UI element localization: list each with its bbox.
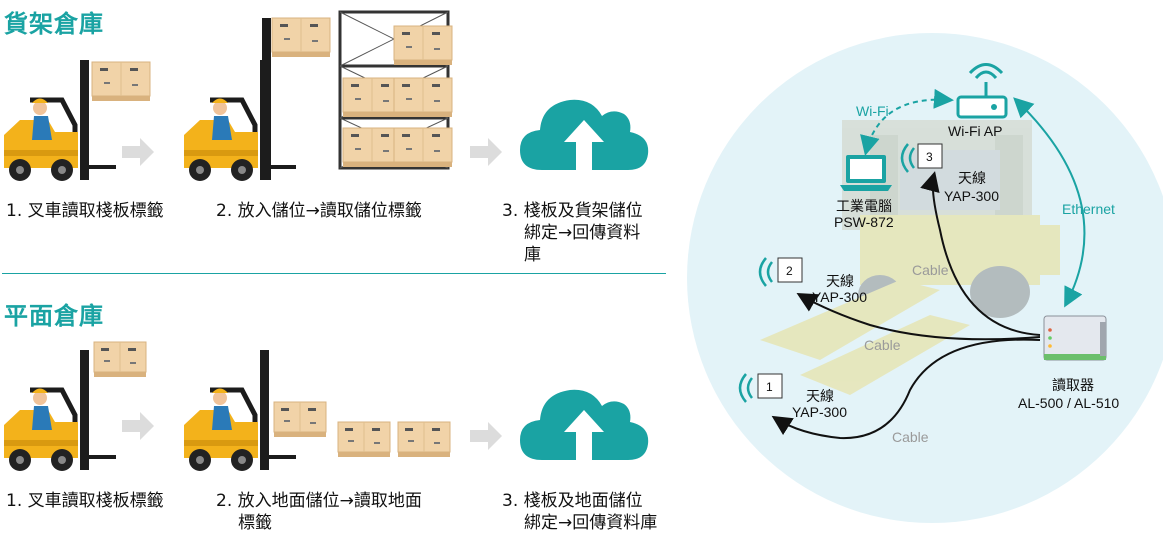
antenna-1-name: 天線 <box>806 388 834 404</box>
antenna-2-name: 天線 <box>826 273 854 289</box>
ethernet-link <box>1013 97 1086 308</box>
shelf-illustrations <box>0 10 649 190</box>
antenna-1-model: YAP-300 <box>792 404 847 420</box>
shelf-step-3: 3. 棧板及貨架儲位 綁定→回傳資料 庫 <box>502 200 643 266</box>
floor-step-1: 1. 叉車讀取棧板標籤 <box>6 490 164 512</box>
shelf-step-2: 2. 放入儲位→讀取儲位標籤 <box>216 200 422 222</box>
floor-step-2-line2: 標籤 <box>238 513 272 533</box>
cable-label-middle: Cable <box>864 337 901 353</box>
section-title-shelf: 貨架倉庫 <box>4 10 104 38</box>
reader-label-line2: AL-500 / AL-510 <box>1018 395 1119 411</box>
laptop-icon <box>840 155 892 191</box>
antenna-1-signal-icon <box>738 373 754 403</box>
shelf-step-3-line2: 綁定→回傳資料 <box>524 223 641 243</box>
cable-2 <box>796 293 1041 341</box>
floor-step-2: 2. 放入地面儲位→讀取地面 標籤 <box>216 490 422 534</box>
floor-step-3-line2: 綁定→回傳資料庫 <box>524 513 658 533</box>
antenna-1-number: 1 <box>766 380 773 394</box>
computer-label-line1: 工業電腦 <box>836 198 892 214</box>
forklift-4-illustration <box>184 350 327 471</box>
arrow-grey-1 <box>122 138 154 166</box>
antenna-2-model: YAP-300 <box>812 289 867 305</box>
floor-pallet-1 <box>337 421 391 458</box>
computer-label-line2: PSW-872 <box>834 214 894 230</box>
wifi-link-label: Wi-Fi <box>856 103 889 119</box>
cable-3 <box>920 171 1041 336</box>
shelf-step-3-line3: 庫 <box>524 245 541 265</box>
reader-label-line1: 讀取器 <box>1052 377 1094 393</box>
forklift-2-illustration <box>184 17 331 181</box>
antenna-2-number: 2 <box>786 264 793 278</box>
network-diagram: Wi-Fi AP Wi-Fi Ethernet 工業電腦 PSW-872 3 天… <box>687 33 1163 523</box>
antenna-3-number: 3 <box>926 150 933 164</box>
antenna-3-model: YAP-300 <box>944 188 999 204</box>
rack-illustration <box>338 10 453 170</box>
wifi-link <box>860 88 954 156</box>
cloud-upload-icon-1 <box>520 99 649 170</box>
shelf-step-1-text: 1. 叉車讀取棧板標籤 <box>6 201 164 221</box>
cable-label-top: Cable <box>912 262 949 278</box>
antenna-3: 3 <box>900 143 943 173</box>
section-title-floor: 平面倉庫 <box>4 302 104 330</box>
cloud-upload-icon-2 <box>520 389 649 460</box>
floor-pallet-2 <box>397 421 451 458</box>
section-divider <box>2 273 666 274</box>
arrow-grey-2 <box>470 138 502 166</box>
cable-label-bottom: Cable <box>892 429 929 445</box>
arrow-grey-4 <box>470 422 502 450</box>
floor-step-3: 3. 棧板及地面儲位 綁定→回傳資料庫 <box>502 490 657 534</box>
shelf-step-1: 1. 叉車讀取棧板標籤 <box>6 200 164 222</box>
ethernet-label: Ethernet <box>1062 201 1115 217</box>
floor-step-2-line1: 2. 放入地面儲位→讀取地面 <box>216 491 422 511</box>
antenna-2-signal-icon <box>758 257 774 287</box>
floor-step-3-line1: 3. 棧板及地面儲位 <box>502 491 643 511</box>
floor-step-1-text: 1. 叉車讀取棧板標籤 <box>6 491 164 511</box>
antenna-2: 2 <box>758 257 803 287</box>
reader-device-icon <box>1043 315 1107 361</box>
floor-illustrations <box>0 341 649 480</box>
antenna-3-signal-icon <box>900 143 916 173</box>
antenna-1: 1 <box>738 373 783 403</box>
forklift-1-illustration <box>4 60 151 181</box>
shelf-step-2-text: 2. 放入儲位→讀取儲位標籤 <box>216 201 422 221</box>
arrow-grey-3 <box>122 412 154 440</box>
antenna-3-name: 天線 <box>958 170 986 186</box>
cable-1 <box>771 338 1041 440</box>
wifi-ap-label: Wi-Fi AP <box>948 123 1002 139</box>
shelf-step-3-line1: 3. 棧板及貨架儲位 <box>502 201 643 221</box>
forklift-3-illustration <box>4 341 147 471</box>
wifi-ap-icon <box>956 63 1008 119</box>
